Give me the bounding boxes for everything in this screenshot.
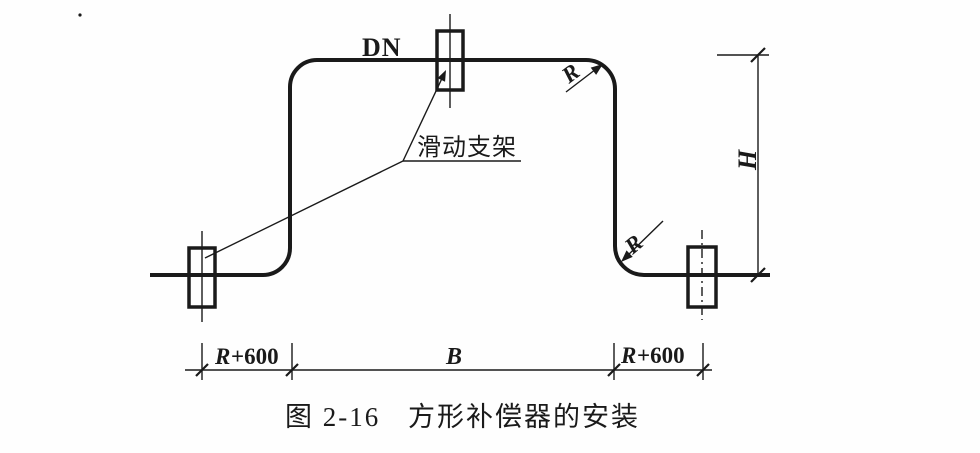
dim-right-suffix: +600 [637, 343, 685, 368]
radius-label-top: R [556, 59, 584, 89]
height-tick-top [750, 47, 766, 63]
left-support [187, 246, 217, 309]
sliding-support-label: 滑动支架 [417, 134, 517, 161]
top-support [435, 29, 465, 92]
dim-right-r: R [620, 343, 636, 368]
dim-tick-2 [285, 363, 299, 377]
height-tick-bottom [750, 267, 766, 283]
pipe-path [150, 58, 770, 277]
radius-arrowhead-bottom [621, 250, 633, 262]
radius-label-bottom: R [619, 230, 648, 260]
radius-arrow-line-bottom [623, 220, 664, 260]
figure-title: 方形补偿器的安装 [408, 402, 640, 432]
figure-number: 图 2-16 [285, 402, 380, 432]
leader-line-lower [204, 160, 404, 259]
dim-left-suffix: +600 [231, 344, 279, 369]
pipe-dn-label: DN [362, 33, 402, 62]
leader-arrowhead [437, 70, 446, 82]
height-label: H [733, 149, 762, 171]
radius-arrowhead-top [590, 64, 603, 75]
scan-speck [78, 13, 82, 17]
dim-left-r: R [214, 344, 230, 369]
dim-tick-4 [696, 363, 710, 377]
dim-tick-3 [607, 363, 621, 377]
dim-b-label: B [445, 344, 462, 370]
dim-tick-1 [195, 363, 209, 377]
right-support [686, 245, 718, 309]
leader-line-upper [402, 71, 446, 162]
